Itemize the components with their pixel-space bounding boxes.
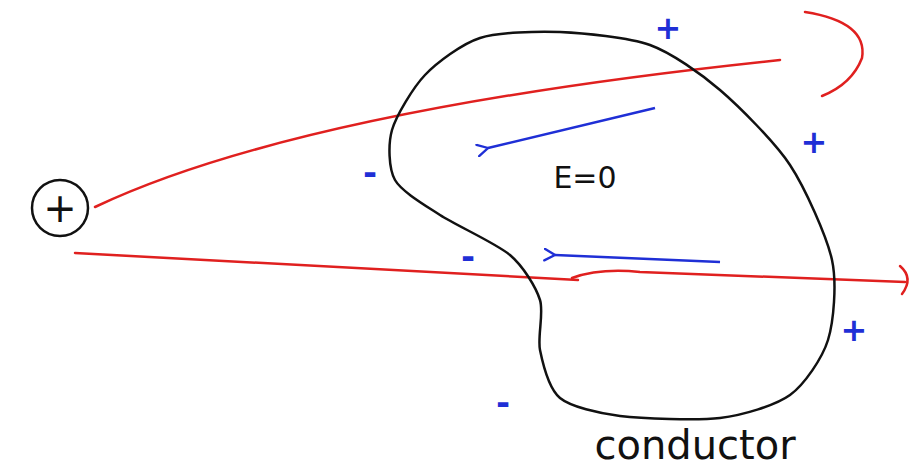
charge-sign: + [43,187,77,229]
field-line [95,60,780,207]
induced-field-arrow [555,255,720,262]
field-line [572,271,905,282]
conductor-body: E=0 conductor [380,25,850,476]
induced-charge: + [655,12,682,44]
induced-charge: - [363,155,377,189]
charge-circle [32,180,88,236]
field-line [75,253,578,280]
conductor-outline [389,32,834,420]
field-value: E=0 [553,162,616,194]
blob-outline [380,25,850,476]
induced-charge: + [801,126,828,158]
field-line-end [900,266,908,294]
induced-charge: - [461,239,475,273]
induced-charge: - [496,385,510,419]
point-charge: + [30,178,90,238]
induced-field-arrow [488,108,655,148]
field-line-end [805,12,863,96]
conductor-label: conductor [594,424,795,466]
induced-charge: + [841,314,868,346]
